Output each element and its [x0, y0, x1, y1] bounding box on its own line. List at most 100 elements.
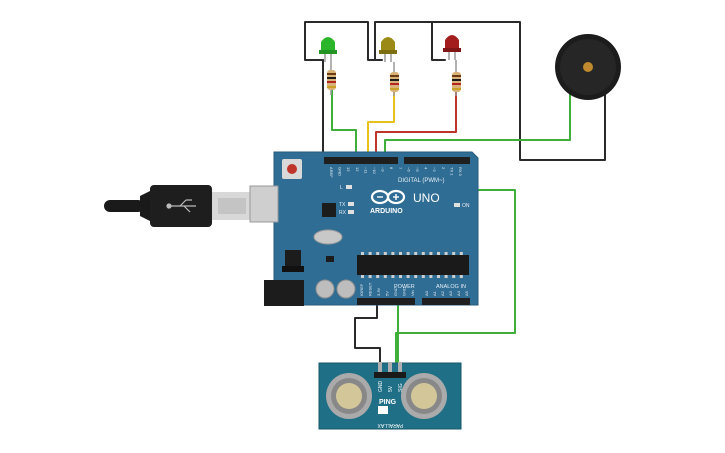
chip-leg — [368, 275, 372, 278]
chip-leg — [444, 275, 448, 278]
chip-leg — [452, 252, 456, 255]
chip-leg — [444, 252, 448, 255]
piezo-buzzer[interactable] — [555, 34, 621, 100]
digital-pin-label-4: ~11 — [363, 167, 368, 174]
chip-leg — [399, 275, 402, 278]
digital-pin-label-13: 2 — [441, 167, 446, 170]
wire-red-led[interactable] — [375, 91, 457, 161]
chip-leg — [361, 252, 364, 255]
led-green[interactable] — [319, 37, 337, 62]
digital-pin-label-1: GND — [338, 167, 343, 176]
voltage-regulator — [285, 250, 301, 270]
tx-label: TX — [339, 202, 346, 208]
wire-sensor-gnd[interactable] — [354, 302, 381, 363]
chip-leg — [383, 275, 387, 278]
chip-leg — [437, 275, 440, 278]
led-yellow[interactable] — [379, 37, 397, 62]
on-label: ON — [462, 203, 470, 209]
wire-yellow-led[interactable] — [367, 91, 395, 161]
usb-chip — [322, 203, 336, 217]
power-pin-label-0: IOREF — [359, 283, 364, 296]
analog-label: ANALOG IN — [436, 284, 466, 290]
chip-leg — [361, 275, 364, 278]
sensor-pin-sig: SIG — [398, 383, 404, 392]
led-red[interactable] — [443, 35, 461, 60]
wire-buzzer[interactable] — [384, 79, 571, 161]
chip-leg — [429, 252, 433, 255]
chip-leg — [414, 275, 418, 278]
chip-leg — [429, 275, 433, 278]
ultrasonic-sensor[interactable]: GND 5V SIG PING PARALLAX — [318, 362, 462, 430]
chip-leg — [421, 252, 425, 255]
digital-pin-label-2: 13 — [346, 167, 351, 172]
analog-pin-label-5: A5 — [464, 290, 469, 296]
digital-pin-label-15: RX 0 — [458, 167, 463, 177]
chip-leg — [406, 252, 410, 255]
chip-leg — [459, 252, 463, 255]
digital-pin-label-9: ~6 — [406, 167, 411, 172]
chip-leg — [414, 252, 418, 255]
analog-pin-label-2: A2 — [440, 290, 445, 296]
chip-leg — [459, 275, 463, 278]
uno-text: UNO — [413, 191, 440, 205]
analog-pin-label-4: A4 — [456, 290, 461, 296]
power-pin-label-6: Vin — [410, 290, 415, 296]
resistor-1[interactable] — [327, 62, 336, 95]
chip-leg — [376, 252, 380, 255]
chip-leg — [421, 275, 425, 278]
digital-pin-label-7: 8 — [389, 167, 394, 170]
digital-header-b — [404, 157, 470, 164]
resistor-3[interactable] — [452, 60, 461, 96]
transducer-right — [401, 373, 447, 419]
digital-pin-label-6: ~9 — [381, 167, 386, 172]
digital-pin-label-12: ~3 — [432, 167, 437, 172]
l-label: L — [340, 185, 343, 191]
digital-pin-label-14: TX 1 — [449, 167, 454, 176]
chip-leg — [452, 275, 456, 278]
digital-header-a — [324, 157, 398, 164]
sensor-pin-gnd: GND — [378, 381, 384, 393]
digital-pin-label-3: 12 — [355, 167, 360, 172]
chip-leg — [391, 275, 395, 278]
power-pin-label-1: RESET — [368, 282, 373, 296]
digital-pin-label-10: ~5 — [415, 167, 420, 172]
usb-icon — [166, 199, 196, 213]
wire-ground-top[interactable] — [304, 21, 606, 161]
rx-label: RX — [339, 210, 347, 216]
capacitor-1 — [315, 279, 335, 299]
chip-leg — [406, 275, 410, 278]
wire-green-led[interactable] — [331, 89, 357, 161]
power-pin-label-2: 3.3V — [376, 287, 381, 296]
power-pin-label-5: GND — [402, 287, 407, 296]
sensor-maker: PARALLAX — [377, 422, 403, 428]
chip-leg — [368, 252, 372, 255]
sensor-brand: PING — [379, 399, 397, 406]
capacitor-2 — [336, 279, 356, 299]
analog-pin-label-0: A0 — [424, 290, 429, 296]
power-header — [357, 298, 415, 305]
digital-pin-label-8: 7 — [398, 167, 403, 170]
analog-pin-label-1: A1 — [432, 290, 437, 296]
power-pin-label-3: 5V — [385, 291, 390, 296]
chip-leg — [391, 252, 395, 255]
analog-header — [422, 298, 470, 305]
chip-legs — [361, 252, 463, 278]
chip-leg — [437, 252, 440, 255]
arduino-logo-text: ARDUINO — [370, 208, 403, 215]
wires — [304, 21, 606, 363]
digital-pin-label-11: 4 — [424, 167, 429, 170]
crystal — [313, 229, 343, 245]
power-pin-label-4: GND — [393, 287, 398, 296]
digital-pin-label-5: ~10 — [372, 167, 377, 175]
usb-cable[interactable] — [104, 185, 252, 227]
power-label: POWER — [394, 284, 415, 290]
analog-pin-label-3: A3 — [448, 290, 453, 296]
resistor-2[interactable] — [390, 62, 399, 96]
chip-leg — [399, 252, 402, 255]
sensor-pin-5v: 5V — [388, 385, 394, 392]
arduino-infinity-icon — [370, 189, 406, 205]
